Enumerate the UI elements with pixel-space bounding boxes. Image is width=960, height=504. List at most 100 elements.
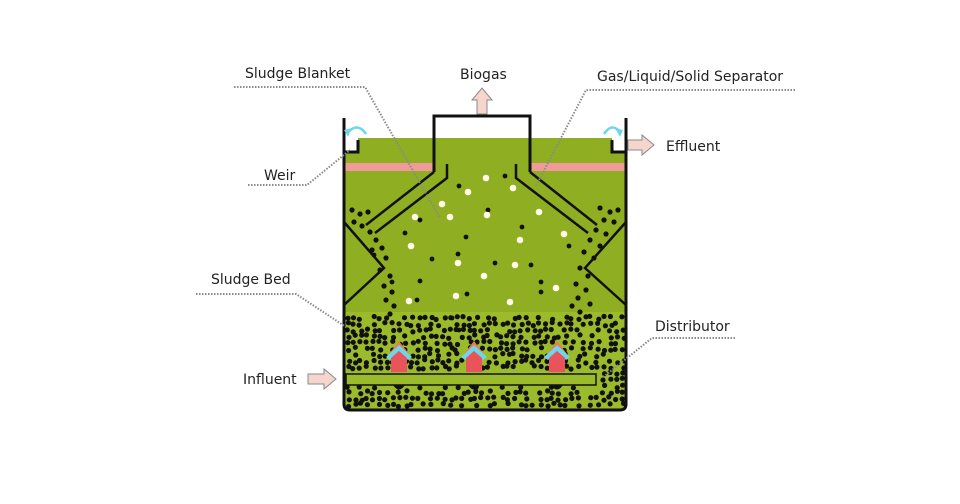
sludge-granule	[587, 313, 593, 319]
sludge-granule	[516, 314, 522, 320]
sludge-granule	[596, 402, 602, 408]
sludge-granule	[454, 350, 460, 357]
sludge-granule	[363, 332, 369, 338]
sludge-granule	[498, 340, 505, 346]
sludge-granule	[600, 377, 606, 383]
sludge-granule	[614, 371, 620, 377]
sludge-granule	[351, 219, 357, 225]
sludge-granule	[370, 351, 377, 357]
sludge-granule	[544, 334, 550, 340]
sludge-granule	[384, 359, 390, 365]
sludge-granule	[517, 389, 523, 395]
sludge-granule	[378, 347, 384, 353]
scum-band-left	[344, 163, 434, 171]
sludge-granule	[573, 281, 579, 287]
sludge-granule	[397, 395, 403, 401]
sludge-granule	[370, 338, 376, 344]
blanket-granule	[464, 291, 470, 297]
sludge-granule	[442, 396, 448, 402]
sludge-granule	[599, 390, 606, 396]
sludge-granule	[484, 364, 490, 370]
sludge-granule	[619, 396, 625, 402]
label-sludge-bed: Sludge Bed	[211, 272, 291, 288]
sludge-granule	[383, 255, 389, 261]
label-separator: Gas/Liquid/Solid Separator	[597, 69, 783, 85]
sludge-granule	[557, 321, 563, 327]
sludge-granule	[440, 401, 446, 407]
sludge-granule	[582, 351, 588, 357]
sludge-granule	[478, 390, 485, 396]
sludge-granule	[542, 326, 549, 332]
blanket-granule	[455, 251, 461, 257]
sludge-granule	[345, 320, 351, 326]
gas-hood	[432, 114, 532, 172]
sludge-granule	[549, 319, 555, 326]
sludge-granule	[347, 358, 353, 364]
sludge-granule	[615, 207, 621, 213]
gas-bubble	[438, 200, 446, 208]
blanket-granule	[456, 183, 462, 189]
sludge-granule	[389, 320, 395, 326]
sludge-granule	[404, 388, 410, 394]
sludge-granule	[499, 384, 505, 390]
gas-bubble	[411, 213, 419, 221]
sludge-granule	[433, 333, 439, 339]
sludge-granule	[373, 237, 379, 243]
sludge-granule	[460, 326, 466, 332]
gas-bubble	[516, 236, 524, 244]
sludge-granule	[358, 391, 364, 397]
gas-bubble	[511, 261, 519, 269]
sludge-granule	[614, 334, 621, 340]
sludge-granule	[564, 320, 570, 326]
sludge-granule	[428, 321, 434, 327]
sludge-granule	[601, 397, 607, 403]
sludge-granule	[569, 395, 575, 401]
sludge-granule	[589, 364, 595, 370]
sludge-granule	[440, 334, 446, 340]
sludge-bed-leader	[196, 293, 347, 328]
gas-bubble	[407, 242, 415, 250]
blanket-granule	[414, 297, 420, 303]
sludge-granule	[365, 209, 371, 215]
gas-bubble	[480, 272, 488, 280]
sludge-granule	[491, 394, 497, 400]
gas-bubble	[535, 208, 543, 216]
biogas-arrow-icon	[470, 87, 494, 115]
blanket-granule	[538, 279, 544, 285]
sludge-granule	[350, 321, 356, 327]
sludge-granule	[479, 345, 485, 351]
sludge-granule	[614, 329, 620, 335]
sludge-granule	[487, 346, 493, 352]
sludge-granule	[491, 401, 497, 407]
sludge-granule	[588, 320, 594, 326]
sludge-granule	[530, 353, 536, 359]
blanket-granule	[449, 315, 455, 321]
sludge-granule	[459, 334, 465, 340]
sludge-granule	[346, 389, 352, 395]
sludge-granule	[614, 376, 620, 382]
sludge-granule	[530, 323, 536, 329]
sludge-granule	[395, 403, 401, 410]
sludge-granule	[442, 315, 448, 321]
sludge-granule	[504, 346, 510, 352]
sludge-granule	[538, 339, 544, 345]
sludge-granule	[608, 347, 614, 353]
sludge-granule	[346, 334, 352, 340]
sludge-granule	[512, 359, 518, 365]
sludge-granule	[570, 339, 576, 345]
sludge-granule	[511, 395, 518, 402]
sludge-granule	[434, 340, 440, 346]
sludge-granule	[587, 301, 593, 307]
sludge-granule	[396, 321, 402, 327]
sludge-granule	[613, 396, 619, 403]
left-weir-arrowhead-icon	[344, 128, 352, 137]
sludge-granule	[561, 327, 567, 333]
sludge-granule	[403, 340, 409, 346]
sludge-granule	[570, 385, 577, 391]
sludge-granule	[455, 384, 461, 391]
sludge-granule	[372, 328, 378, 334]
sludge-granule	[575, 357, 581, 363]
sludge-granule	[535, 320, 542, 326]
sludge-granule	[577, 309, 583, 315]
sludge-granule	[453, 363, 459, 369]
